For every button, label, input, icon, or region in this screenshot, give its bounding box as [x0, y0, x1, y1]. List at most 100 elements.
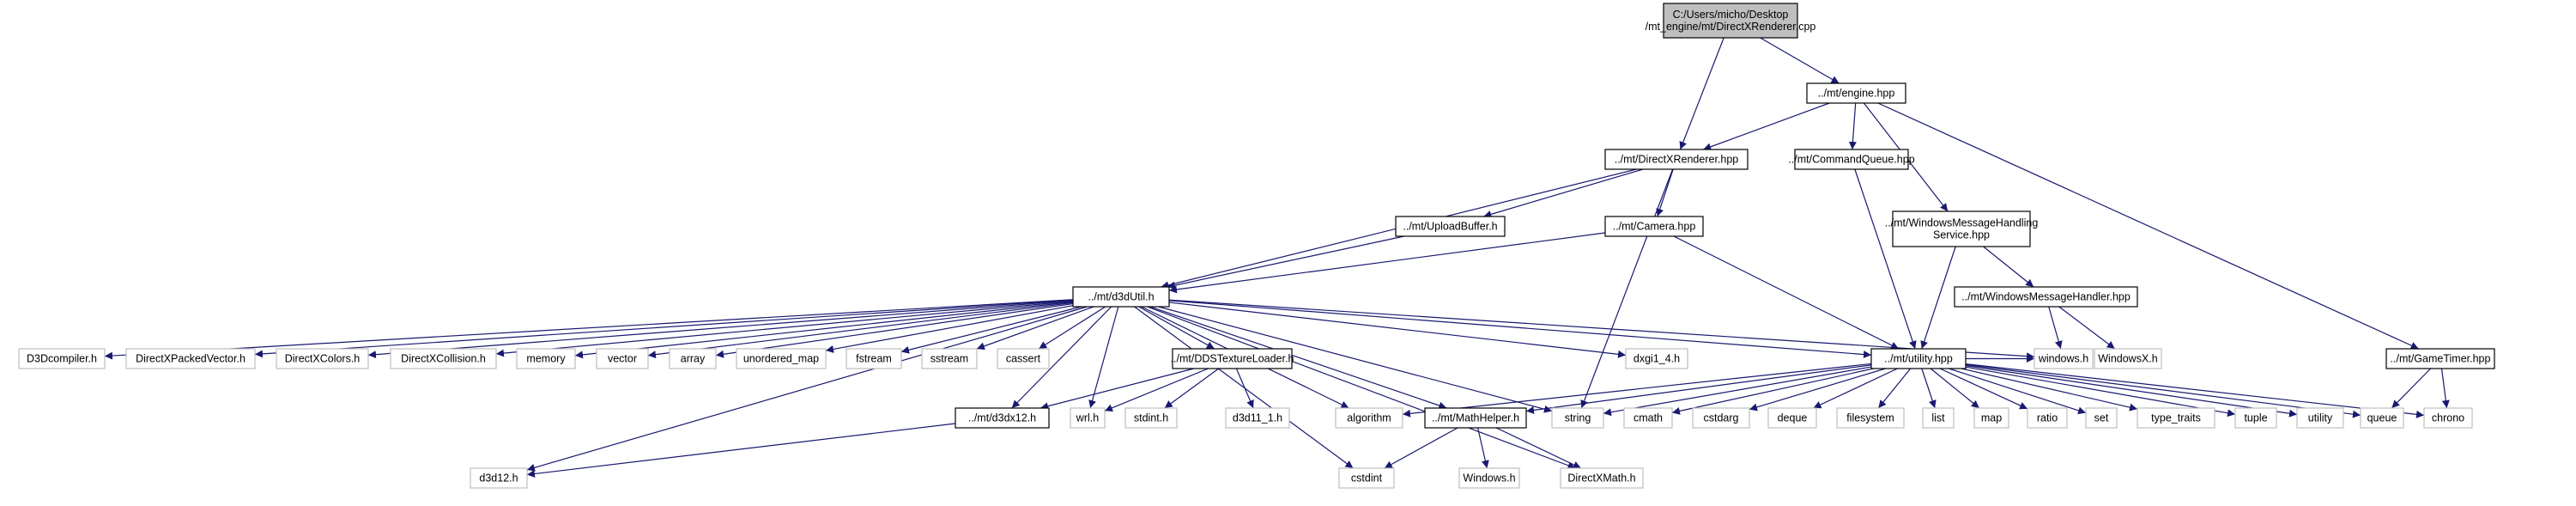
edge-dds-to-wrl — [1104, 368, 1209, 412]
node-label-d3d11: d3d11_1.h — [1233, 412, 1282, 424]
edge-dds-to-stdint — [1164, 368, 1220, 409]
node-utilityh: utility — [2296, 407, 2344, 429]
node-wmh[interactable]: ../mt/WindowsMessageHandler.hpp — [1954, 286, 2138, 308]
node-label-umap: unordered_map — [743, 353, 819, 365]
node-label-array: array — [681, 353, 706, 365]
node-array: array — [669, 348, 717, 369]
node-box-ratio — [2027, 407, 2068, 429]
node-box-utilityh — [2296, 407, 2344, 429]
node-box-memory — [516, 348, 576, 369]
edge-wmh-to-windowsx — [2058, 306, 2116, 350]
node-vector: vector — [596, 348, 649, 369]
edge-d3dutil-to-d3d12 — [526, 306, 1088, 472]
edge-d3dutil-to-fstream — [900, 306, 1082, 354]
edge-d3dutil-to-dxpacked — [254, 299, 1074, 358]
node-label-d3d12: d3d12.h — [479, 472, 518, 485]
node-box-tuple — [2234, 407, 2277, 429]
node-label-algorithm: algorithm — [1347, 412, 1391, 424]
node-label-dxrend: ../mt/DirectXRenderer.hpp — [1615, 154, 1739, 166]
edge-wmhs-to-wmh — [1983, 246, 2034, 288]
edge-wmhs-to-utility — [1920, 246, 1956, 350]
node-box-windowsh2 — [1458, 467, 1520, 489]
edge-dds-to-d3d11 — [1235, 368, 1254, 409]
edge-d3dutil-to-dxcolors — [367, 300, 1074, 359]
node-sstream: sstream — [921, 348, 978, 369]
node-label-set: set — [2094, 412, 2109, 424]
edge-d3dx12-to-d3d12 — [526, 423, 956, 478]
edge-d3dutil-to-dxmath — [1147, 306, 1576, 470]
node-utility[interactable]: ../mt/utility.hpp — [1870, 348, 1967, 369]
edge-utility-to-map — [1930, 368, 1980, 409]
node-cmdq[interactable]: ../mt/CommandQueue.hpp — [1788, 149, 1915, 170]
node-box-dxpacked — [125, 348, 256, 369]
node-uploadbuf[interactable]: ../mt/UploadBuffer.h — [1395, 216, 1506, 237]
node-d3dx12[interactable]: ../mt/d3dx12.h — [955, 407, 1050, 429]
edge-gametimer-to-chrono — [2440, 368, 2450, 409]
node-box-umap — [736, 348, 827, 369]
node-label-dds: ../mt/DDSTextureLoader.h — [1171, 353, 1294, 365]
edge-d3dutil-to-dxgi — [1168, 302, 1627, 358]
node-box-dxcollision — [390, 348, 497, 369]
edge-mathhelper-to-windowsh2 — [1477, 427, 1489, 469]
node-tuple: tuple — [2234, 407, 2277, 429]
node-label-deque: deque — [1778, 412, 1808, 424]
edge-gametimer-to-queue — [2391, 368, 2432, 409]
node-set: set — [2085, 407, 2118, 429]
node-box-list — [1922, 407, 1955, 429]
node-box-vector — [596, 348, 649, 369]
node-list: list — [1922, 407, 1955, 429]
edge-utility-to-tuple — [1965, 366, 2236, 418]
node-root[interactable]: C:/Users/micho/Desktop/mt_engine/mt/Dire… — [1646, 3, 1816, 39]
node-ratio: ratio — [2027, 407, 2068, 429]
node-label-list: list — [1931, 412, 1945, 424]
node-label-camera: ../mt/Camera.hpp — [1613, 221, 1696, 233]
edge-utility-to-queue — [1965, 363, 2361, 418]
node-label-d3dx12: ../mt/d3dx12.h — [968, 412, 1036, 424]
node-box-d3d12 — [470, 467, 528, 489]
edge-root-to-dxrend — [1679, 37, 1724, 150]
node-wrl: wrl.h — [1070, 407, 1106, 429]
node-d3dutil[interactable]: ../mt/d3dUtil.h — [1072, 286, 1170, 308]
edge-dxrend-to-camera — [1656, 168, 1674, 217]
node-box-deque — [1767, 407, 1817, 429]
node-d3d11: d3d11_1.h — [1225, 407, 1290, 429]
edge-utility-to-typetraits — [1961, 368, 2138, 412]
node-mathhelper[interactable]: ../mt/MathHelper.h — [1424, 407, 1527, 429]
node-camera[interactable]: ../mt/Camera.hpp — [1604, 216, 1704, 237]
node-label-wmh: ../mt/WindowsMessageHandler.hpp — [1961, 291, 2131, 303]
edge-d3dutil-to-d3dcompiler — [104, 299, 1074, 360]
node-dxpacked: DirectXPackedVector.h — [125, 348, 256, 369]
node-box-wmh — [1954, 286, 2138, 308]
edge-d3dutil-to-sstream — [976, 306, 1094, 351]
node-box-sstream — [921, 348, 978, 369]
node-box-utility — [1870, 348, 1967, 369]
edge-camera-to-d3dutil — [1168, 232, 1606, 294]
node-dds[interactable]: ../mt/DDSTextureLoader.h — [1171, 348, 1294, 369]
node-box-cmath — [1623, 407, 1673, 429]
node-label-wmhs: ../mt/WindowsMessageHandling — [1885, 217, 2039, 229]
node-label-string: string — [1565, 412, 1591, 424]
edge-utility-to-algorithm — [1402, 363, 1872, 418]
node-box-root — [1663, 3, 1798, 39]
node-box-map — [1973, 407, 2009, 429]
node-box-string — [1551, 407, 1604, 429]
node-box-algorithm — [1335, 407, 1403, 429]
edge-utility-to-set — [1949, 368, 2087, 415]
node-label-engine: ../mt/engine.hpp — [1818, 88, 1895, 100]
edge-utility-to-deque — [1813, 368, 1898, 409]
edge-utility-to-cstdarg — [1749, 368, 1886, 412]
node-engine[interactable]: ../mt/engine.hpp — [1806, 82, 1906, 104]
node-map: map — [1973, 407, 2009, 429]
node-label-windowsh2: Windows.h — [1463, 472, 1515, 485]
edge-d3dutil-to-dxcollision — [495, 301, 1074, 357]
node-gametimer[interactable]: ../mt/GameTimer.hpp — [2385, 348, 2495, 369]
edge-d3dutil-to-memory — [574, 301, 1074, 359]
edge-dxrend-to-string — [1580, 168, 1674, 409]
edge-d3dutil-to-utility — [1168, 300, 1872, 359]
edge-dxrend-to-uploadbuf — [1483, 168, 1644, 218]
node-dxrend[interactable]: ../mt/DirectXRenderer.hpp — [1604, 149, 1749, 170]
node-label-filesystem: filesystem — [1846, 412, 1894, 424]
edge-d3dutil-to-vector — [647, 302, 1074, 359]
node-box-engine — [1806, 82, 1906, 104]
